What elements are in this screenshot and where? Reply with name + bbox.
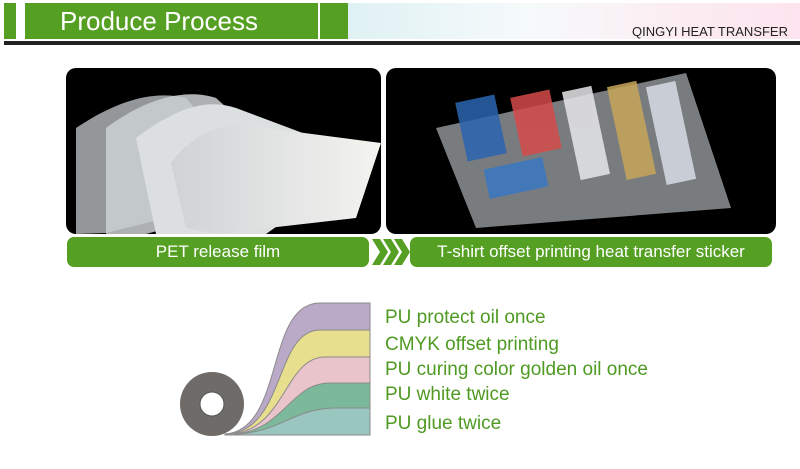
layer-label: PU curing color golden oil once xyxy=(385,359,648,380)
header-decoration xyxy=(348,3,800,39)
layer-label: PU white twice xyxy=(385,384,510,405)
brand-name: QINGYI HEAT TRANSFER xyxy=(631,24,788,39)
step-label-pet-film: PET release film xyxy=(67,237,369,267)
layer-label: PU protect oil once xyxy=(385,307,546,328)
pet-film-photo xyxy=(66,68,381,234)
layer-label: CMYK offset printing xyxy=(385,334,559,355)
header-bar xyxy=(320,3,348,39)
header-bar xyxy=(4,3,16,39)
chevron-arrows-icon xyxy=(372,239,410,265)
transfer-sticker-photo xyxy=(386,68,776,234)
layer-glue xyxy=(236,407,371,436)
page-title: Produce Process xyxy=(25,3,318,39)
header-divider xyxy=(4,41,800,45)
step-label-transfer-sticker: T-shirt offset printing heat transfer st… xyxy=(410,237,772,267)
layer-label: PU glue twice xyxy=(385,413,502,434)
